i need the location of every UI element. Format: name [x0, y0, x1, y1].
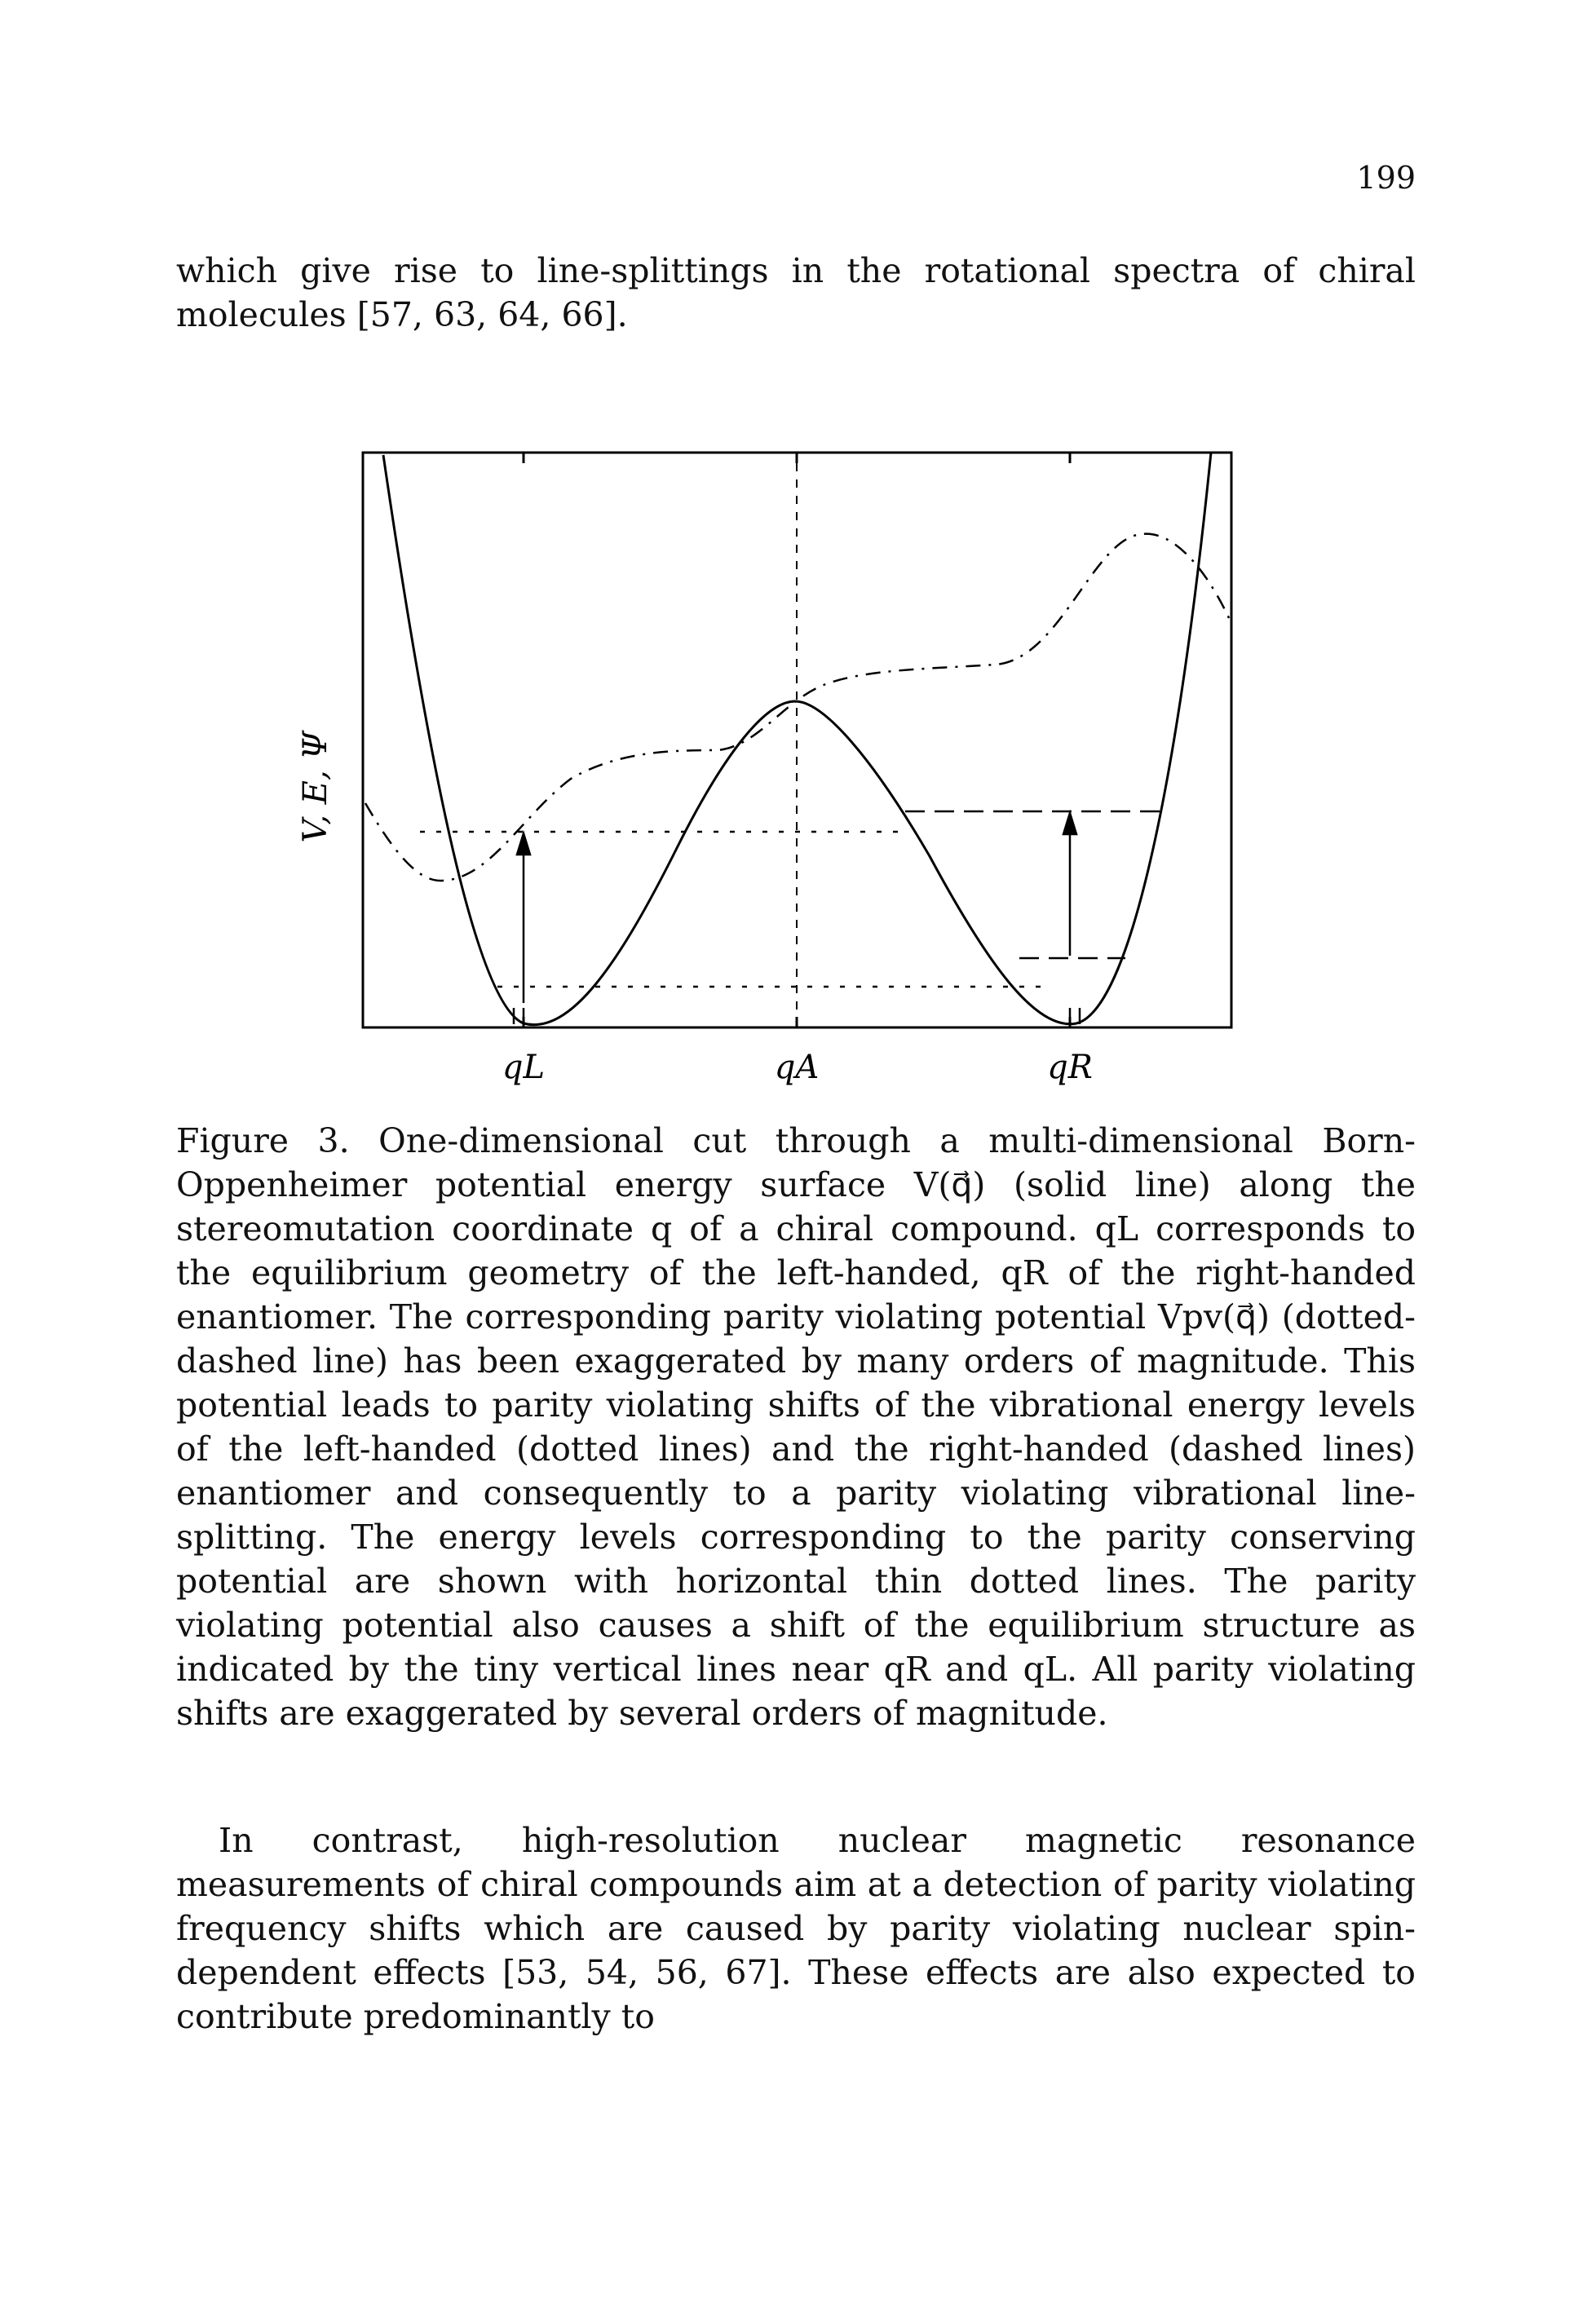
potential-energy-figure: V, E, Ψ qL qA qR q [297, 451, 1233, 1093]
body-paragraph-text: In contrast, high-resolution nuclear mag… [176, 1821, 1416, 2036]
figure-caption: Figure 3. One-dimensional cut through a … [176, 1121, 1416, 1733]
x-axis-label: q [786, 1084, 807, 1093]
right-transition-arrow [1062, 809, 1078, 956]
tick-label-qa: qA [775, 1049, 820, 1086]
parity-violating-potential-curve [364, 532, 1231, 882]
y-axis-label: V, E, Ψ [297, 730, 334, 843]
equilibrium-shift-marks [512, 1008, 1081, 1024]
page-number: 199 [1356, 160, 1416, 196]
body-paragraph: In contrast, high-resolution nuclear mag… [176, 1818, 1416, 2039]
left-transition-arrow [515, 829, 532, 1003]
tick-label-ql: qL [502, 1049, 545, 1086]
intro-paragraph: which give rise to line-splittings in th… [176, 251, 1416, 334]
tick-label-qr: qR [1047, 1049, 1093, 1086]
